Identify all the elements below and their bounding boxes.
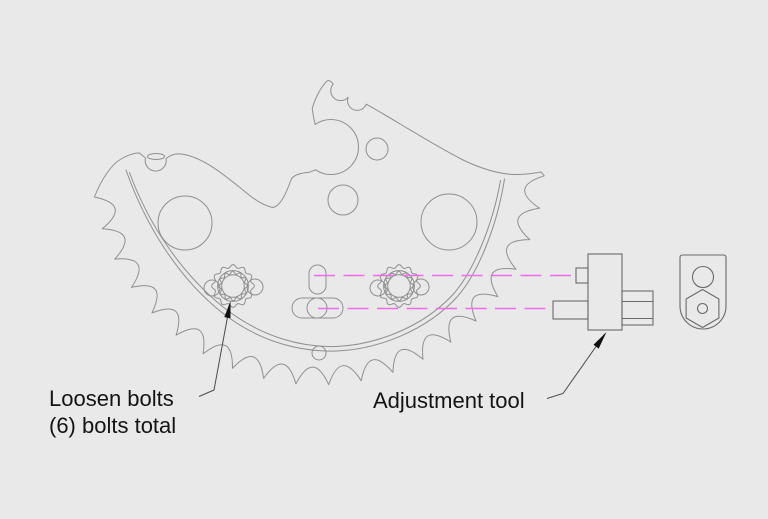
small-hole-top <box>365 137 389 161</box>
bolt-flange <box>211 264 255 308</box>
arrowhead-adjustment-tool <box>593 332 607 349</box>
bracket-outline <box>679 254 727 330</box>
tool-socket <box>621 290 654 326</box>
pitch-arc-inner <box>129 172 501 348</box>
bolt-flange <box>377 264 421 308</box>
callout-adjustment-tool: Adjustment tool <box>373 388 525 413</box>
leader-loosen-bolts <box>198 309 230 397</box>
sprocket-silhouette <box>93 80 545 386</box>
bolt-core <box>387 274 411 298</box>
callout-loosen-line2: (6) bolts total <box>49 413 177 438</box>
medium-hole <box>327 184 359 216</box>
bracket-hex-hole <box>696 302 709 315</box>
tool-body <box>587 253 623 331</box>
vertical-slot <box>308 264 327 295</box>
arrowhead-loosen-bolts <box>224 301 231 319</box>
bracket-hole <box>691 265 715 289</box>
bolt-washer <box>217 270 249 302</box>
callout-leaders <box>198 301 607 399</box>
bolt-ear-right <box>246 278 264 296</box>
bracket-part <box>679 254 727 330</box>
bracket-hex-nut <box>685 288 720 329</box>
bolt-12point-socket <box>217 270 249 302</box>
top-notch-rim <box>147 153 165 160</box>
bolt-left <box>203 264 264 308</box>
bolt-ear-right <box>412 278 430 296</box>
bolt-washer <box>383 270 415 302</box>
callout-loosen-line1: Loosen bolts <box>49 386 174 411</box>
alignment-guide-lines <box>314 274 576 310</box>
adjustment-tool <box>552 253 654 331</box>
callout-loosen-bolts: Loosen bolts (6) bolts total <box>49 385 176 439</box>
bolt-core <box>221 274 245 298</box>
sprocket-body <box>93 80 545 386</box>
large-hole-right <box>420 193 478 251</box>
bolt-right <box>369 264 430 308</box>
tool-pin-upper <box>575 267 589 284</box>
tool-pin-lower <box>552 300 589 320</box>
leader-adjustment-tool <box>546 333 606 399</box>
large-hole-left <box>157 195 213 251</box>
bolt-12point-socket <box>383 270 415 302</box>
pitch-arc-outer <box>125 169 505 352</box>
small-hole-bottom <box>311 345 327 361</box>
